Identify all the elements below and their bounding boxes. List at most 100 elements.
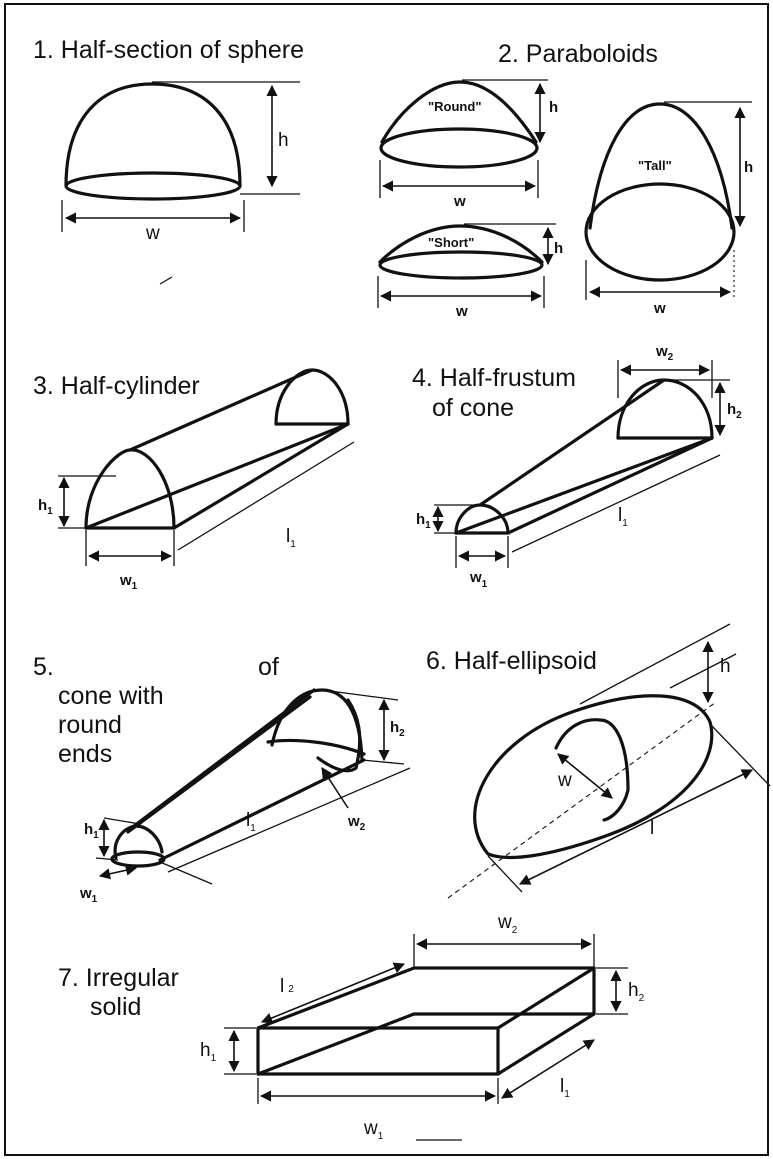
w1-label: w1 [363,1118,384,1142]
l1-end-tick [159,861,213,885]
figure-border [4,3,769,1156]
w1-label: w1 [79,885,98,905]
short-dome [378,224,544,264]
hemisphere-base [64,171,242,201]
figure-4-title-line1: 4. Half-frustum [412,364,576,392]
h2-label: h2 [628,980,645,1004]
top-edge-b [126,695,312,834]
h1-label: h1 [416,511,431,531]
round-dome [380,80,538,144]
paraboloid-tall: "Tall" h w [584,101,753,317]
paraboloid-short: "Short" h w [377,223,563,320]
h1-label: h1 [200,1040,217,1064]
h1-top-guide [103,817,141,825]
w-label: w [557,770,572,791]
right-top-edge [496,966,596,1030]
w2-pointer [321,767,349,809]
figure-6-title: 6. Half-ellipsoid [426,647,597,675]
hidden-diagonal [256,1012,416,1076]
l1-dimension [501,1039,595,1099]
paraboloid-round: "Round" h w [379,79,558,210]
figure-2-paraboloids: 2. Paraboloids "Round" h w "Short" h w [377,40,753,320]
h1-label: h1 [38,497,53,517]
tall-w-label: w [653,300,666,317]
large-arch [616,378,714,440]
l-dimension [518,769,754,885]
diagonal-edge [454,436,714,535]
short-h-label: h [554,240,563,257]
top-edge [128,368,314,452]
h2-label: h2 [727,401,742,421]
tall-base [584,182,736,282]
tall-dome [588,102,734,230]
h-top-guide [579,623,731,705]
l-label: l [650,818,654,839]
l1-dimension-line [177,441,355,551]
l2-dimension [260,962,406,1024]
figure-2-title: 2. Paraboloids [498,40,658,68]
round-label: "Round" [428,99,481,114]
round-h-label: h [549,99,558,116]
figure-7-title-line2: solid [90,993,141,1021]
figure-1-title: 1. Half-section of sphere [33,36,304,64]
h2-top-guide [321,689,399,701]
figure-6-half-ellipsoid: 6. Half-ellipsoid h w l [426,623,771,899]
solid-outline [256,966,596,1076]
figure-5-title-of: of [258,653,279,681]
figure-5-title-line1: 5. [33,653,54,681]
l1-label: l1 [286,526,296,550]
h1-bottom-guide [95,857,119,861]
figure-3-half-cylinder: 3. Half-cylinder h1 w1 l1 [33,368,355,592]
w1-label: w1 [119,572,138,592]
round-base [379,127,539,169]
right-base-edge [172,422,350,530]
w2-label: w2 [497,912,518,936]
h1-label: h1 [84,821,99,841]
l1-label: l1 [246,810,256,834]
figure-5-title-line4: ends [58,740,112,768]
l-right-guide [709,723,771,787]
l1-dimension-line [511,454,721,553]
w2-label: w2 [655,343,674,363]
large-end-rim [266,738,366,756]
base-edge [158,758,366,862]
w-label: w [145,223,160,244]
round-w-label: w [453,193,466,210]
figure-4-half-frustum: 4. Half-frustum of cone w2 h2 h1 w1 l1 [412,343,742,590]
hemisphere-dome [64,82,242,188]
figure-5-title-line2: cone with [58,682,164,710]
front-arch [84,448,176,530]
short-base [378,250,544,280]
short-w-label: w [455,303,468,320]
l1-label: l1 [560,1076,570,1100]
w1-label: w1 [469,569,488,590]
diagonal-edge [84,422,350,530]
figure-4-title-line2: of cone [432,394,514,422]
h-label: h [278,130,289,151]
right-base-edge [506,436,714,535]
figure-3-title: 3. Half-cylinder [33,372,200,400]
figure-7-title-line1: 7. Irregular [58,964,179,992]
figure-5-rounded-frustum: 5. of cone with round ends h2 w2 h1 w1 l… [33,653,411,905]
back-arch [274,368,350,426]
w1-dimension [98,864,138,880]
w2-label: w2 [347,813,366,833]
short-label: "Short" [428,235,474,250]
l-left-guide [487,855,523,893]
small-end-base [110,850,166,868]
h-label: h [720,656,731,677]
h2-label: h2 [390,719,405,739]
figure-1-half-sphere: 1. Half-section of sphere h w [33,36,304,285]
top-edge [478,378,666,507]
figure-5-title-line3: round [58,711,122,739]
l1-guide-line [167,767,411,873]
tall-label: "Tall" [638,158,672,173]
large-end-side [316,698,362,773]
h2-bottom-guide [361,759,405,765]
l1-label: l1 [618,505,628,529]
tall-h-label: h [744,159,753,176]
stray-mark [159,276,173,285]
